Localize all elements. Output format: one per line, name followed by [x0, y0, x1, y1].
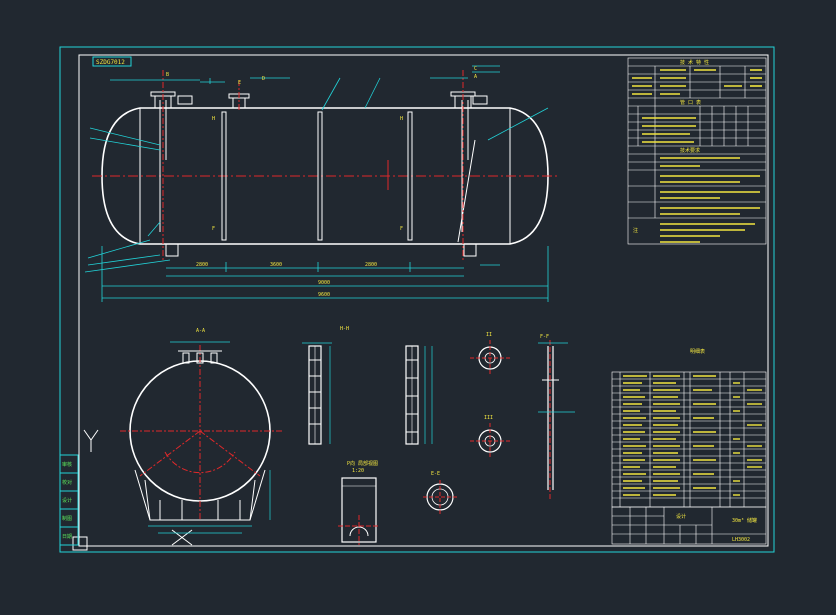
nozzle-table-title: 管 口 表 [680, 99, 701, 106]
notes-label: 注 [633, 227, 638, 234]
section-label: F [212, 226, 215, 232]
inner-frame [78, 54, 769, 547]
tank-elevation [92, 70, 558, 262]
bottom-detail-scale: 1:20 [352, 468, 364, 474]
detail-label: II [486, 332, 492, 338]
tech-table-title: 技 术 特 性 [680, 59, 709, 66]
stamp-row: 日期 [62, 534, 72, 540]
parts-list-caption: 明细表 [690, 348, 705, 355]
dim-text: 2800 [196, 262, 208, 268]
title-block [611, 506, 767, 545]
title-block-company: 设计 [676, 513, 686, 520]
dim-text: 2800 [365, 262, 377, 268]
notes-title: 技术要求 [680, 147, 700, 154]
nozzle-label: D [262, 76, 265, 82]
title-tag-box [92, 56, 132, 67]
nozzle-label: A [474, 74, 477, 80]
end-view-label: A-A [196, 328, 205, 334]
baffle-view: H-H [302, 326, 349, 445]
corner-box [72, 536, 88, 551]
pipe-detail: F-F [538, 334, 575, 500]
section-label: F [400, 226, 403, 232]
stamp-row: 校对 [62, 479, 72, 486]
dim-text: 9600 [318, 292, 330, 298]
baffle-label: H-H [340, 326, 349, 332]
end-view: A-A [120, 328, 282, 546]
stamp-row: 审核 [62, 461, 72, 468]
bottom-detail: P向 局部视图 1:20 [338, 460, 380, 545]
nozzle-label: C [474, 66, 477, 72]
side-label: F-F [540, 334, 549, 340]
tech-table-fill [632, 69, 762, 243]
dim-text: 3600 [270, 262, 282, 268]
detail-label: III [484, 415, 493, 421]
parts-list [611, 371, 767, 508]
dim-text: 9000 [318, 280, 330, 286]
section-label: H [400, 116, 403, 122]
detail-circles: II III [470, 332, 510, 459]
section-label: H [212, 116, 215, 122]
stamp-row: 制图 [62, 515, 72, 522]
section-ee-label: E-E [431, 471, 440, 477]
stamp-row: 设计 [62, 497, 72, 504]
section-ee: E-E [423, 471, 457, 514]
tank-annotations [84, 65, 549, 302]
parts-list-fill [623, 375, 762, 496]
bottom-detail-label: P向 局部视图 [347, 460, 378, 467]
nozzle-label: E [238, 80, 241, 86]
title-tag: SZDG7012 [96, 59, 125, 66]
left-stamp: 审核 校对 设计 制图 日期 [59, 429, 99, 546]
drawing-number: LH3002 [732, 537, 750, 543]
tank-text: B E D C A H H F F 2800 3600 2800 9000 96… [166, 66, 477, 298]
nozzle-label: B [166, 72, 169, 78]
tech-table [627, 57, 767, 245]
drawing-name: 30m³ 储罐 [732, 517, 757, 524]
outer-frame [59, 46, 775, 553]
ladder-view [405, 345, 433, 445]
